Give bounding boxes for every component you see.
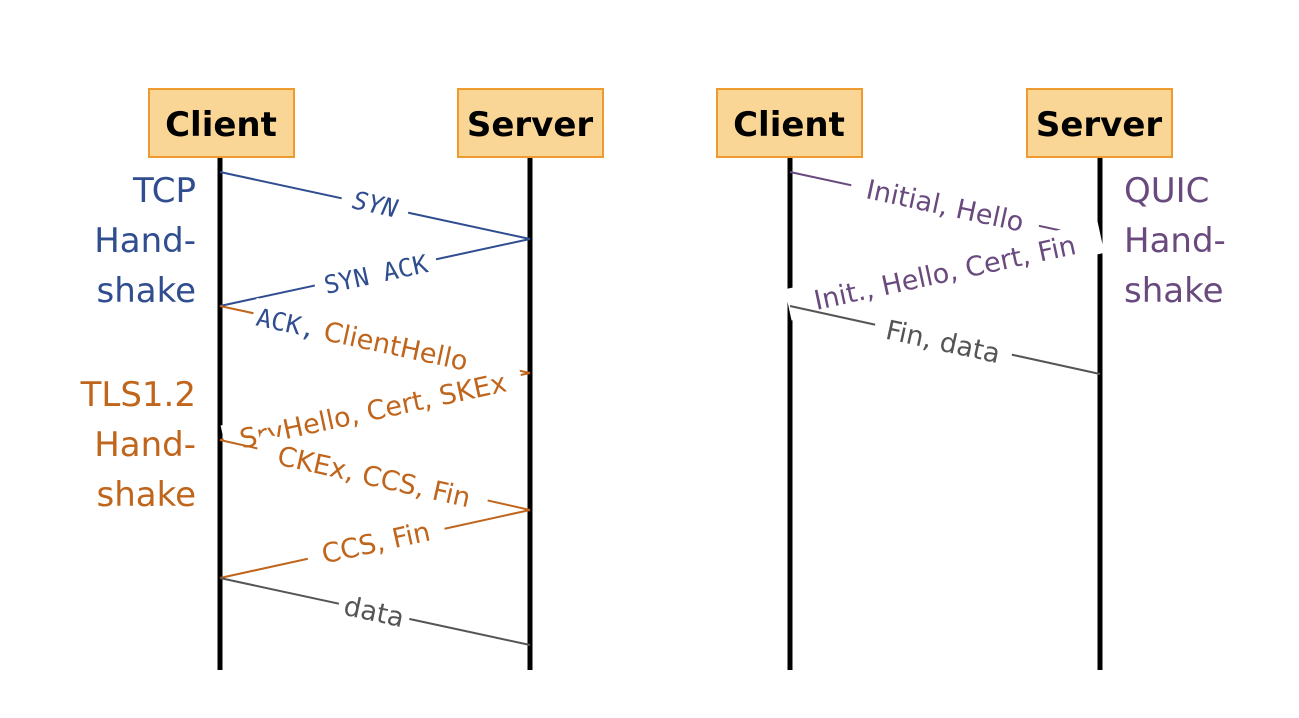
tcp-label-line-3: shake: [97, 271, 197, 311]
ack-label: ACK,: [254, 303, 319, 344]
quic-label-line-1: QUIC: [1124, 171, 1209, 211]
ack-clienthello-label: ACK, ClientHello: [253, 302, 470, 378]
right-server-label: Server: [1036, 105, 1163, 145]
left-server-label: Server: [467, 105, 594, 145]
quic-reply-label: Init., Hello, Cert, Fin: [811, 230, 1079, 317]
quic-label-line-2: Hand-: [1124, 221, 1226, 261]
tcp-label-line-2: Hand-: [94, 221, 196, 261]
tls-handshake-label: TLS1.2 Hand- shake: [80, 375, 196, 515]
tcp-handshake-label: TCP Hand- shake: [94, 171, 196, 311]
right-client-label: Client: [733, 105, 845, 145]
ckex-label: CKEx, CCS, Fin: [274, 441, 473, 515]
quic-handshake-label: QUIC Hand- shake: [1124, 171, 1226, 311]
left-client-box: Client: [148, 88, 295, 158]
quic-initial-label: Initial, Hello: [863, 174, 1026, 238]
right-client-box: Client: [716, 88, 863, 158]
tls-label-line-3: shake: [97, 475, 197, 515]
syn-label: SYN: [350, 186, 401, 224]
left-client-label: Client: [165, 105, 277, 145]
right-server-box: Server: [1026, 88, 1173, 158]
tcp-label-line-1: TCP: [132, 171, 196, 211]
client-hello-label: ClientHello: [312, 314, 470, 377]
left-server-box: Server: [457, 88, 604, 158]
tls-label-line-2: Hand-: [94, 425, 196, 465]
tls-label-line-1: TLS1.2: [80, 375, 196, 415]
quic-label-line-3: shake: [1124, 271, 1224, 311]
left-data-label: data: [341, 591, 407, 634]
quic-fin-data-label: Fin, data: [883, 315, 1003, 370]
synack-label: SYN ACK: [321, 249, 430, 300]
